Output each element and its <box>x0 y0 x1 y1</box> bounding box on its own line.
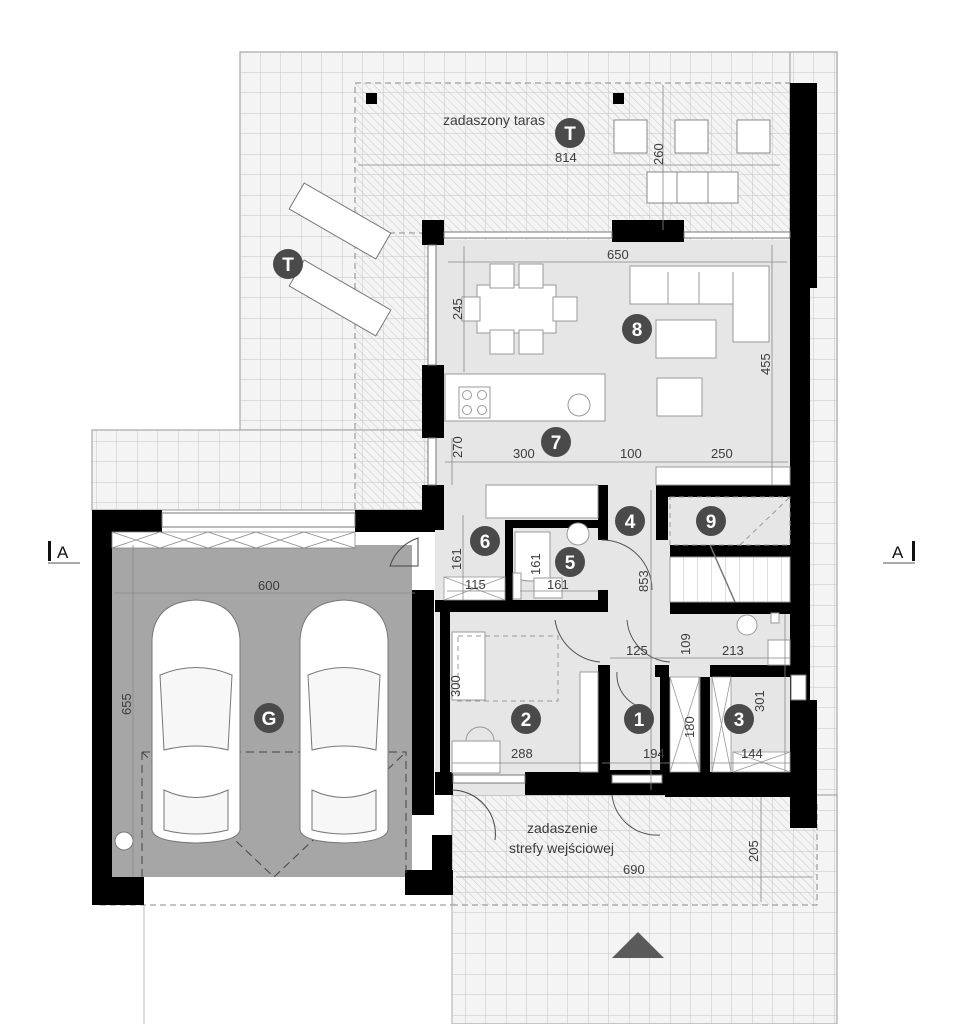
walls <box>92 83 817 905</box>
corner-sofa <box>629 265 770 343</box>
svg-text:G: G <box>262 709 277 730</box>
dim-canopy-depth: 205 <box>746 840 761 862</box>
dim-hall-width: 125 <box>626 643 648 658</box>
bathroom-fixtures <box>512 522 590 600</box>
dim-hall-length: 853 <box>636 570 651 592</box>
dim-room3-upper: 109 <box>678 633 693 655</box>
svg-text:A: A <box>892 543 904 562</box>
covered-terrace-label: zadaszony taras <box>443 112 545 128</box>
coffee-table <box>655 319 717 359</box>
svg-text:6: 6 <box>480 532 491 553</box>
utility-fixtures <box>443 576 506 601</box>
dim-living-width: 650 <box>607 247 629 262</box>
dim-terrace-width: 814 <box>555 150 577 165</box>
kitchen-counter <box>485 484 599 519</box>
dining-set <box>461 263 578 355</box>
svg-text:7: 7 <box>551 433 562 454</box>
dim-kitchen-depth: 270 <box>450 436 465 458</box>
badge-terrace-top: T <box>555 118 585 148</box>
car-left <box>151 599 241 844</box>
dimension-lines <box>115 85 813 902</box>
car-right <box>299 599 389 844</box>
entrance-canopy-label-line2: strefy wejściowej <box>509 840 614 856</box>
terrace-furniture <box>613 119 771 204</box>
bedroom-furniture <box>451 631 599 774</box>
section-marker-left: A <box>48 541 80 564</box>
dim-room2-depth: 300 <box>448 675 463 697</box>
svg-text:A: A <box>57 543 69 562</box>
wardrobe-hall <box>655 466 791 486</box>
dim-room5-depth: 161 <box>528 553 543 575</box>
entrance-canopy-label-line1: zadaszenie <box>527 820 598 836</box>
svg-text:3: 3 <box>734 710 745 731</box>
svg-text:9: 9 <box>706 512 717 533</box>
dim-room3-top-width: 213 <box>722 643 744 658</box>
garage-drain <box>114 831 134 851</box>
badge-room-1: 1 <box>624 704 654 734</box>
badge-room-6: 6 <box>470 526 500 556</box>
dim-room5-width: 161 <box>547 577 569 592</box>
svg-text:T: T <box>564 124 576 145</box>
covered-terrace <box>354 82 791 510</box>
section-marker-right: A <box>883 541 915 564</box>
dim-garage-depth: 655 <box>119 693 134 715</box>
garage-rear-door-icon <box>451 789 496 841</box>
boiler-fixtures <box>736 612 791 666</box>
svg-text:2: 2 <box>521 710 532 731</box>
badge-terrace-left: T <box>273 249 303 279</box>
badge-room-7: 7 <box>541 427 571 457</box>
svg-text:T: T <box>282 255 294 276</box>
kitchen-island <box>444 373 606 422</box>
svg-text:5: 5 <box>565 553 576 574</box>
dim-room6-depth: 161 <box>449 548 464 570</box>
svg-text:4: 4 <box>625 512 636 533</box>
armchair <box>656 377 703 417</box>
dim-room2-width: 288 <box>511 746 533 761</box>
dim-living-depth: 455 <box>758 353 773 375</box>
svg-text:1: 1 <box>634 710 645 731</box>
garage-shelving <box>111 531 356 549</box>
badge-room-9: 9 <box>696 506 726 536</box>
dim-room1-width: 194 <box>643 746 665 761</box>
badge-room-2: 2 <box>511 704 541 734</box>
garage-side-door-icon <box>389 537 419 567</box>
dim-room3-depth: 301 <box>752 690 767 712</box>
dim-kitchen-w1: 300 <box>513 446 535 461</box>
entrance-canopy <box>100 795 818 906</box>
staircase <box>669 496 791 603</box>
dim-room3-width: 144 <box>741 746 763 761</box>
dim-canopy-width: 690 <box>623 862 645 877</box>
dim-kitchen-w3: 250 <box>711 446 733 461</box>
svg-text:8: 8 <box>632 320 643 341</box>
badge-garage: G <box>254 703 284 733</box>
badge-room-3: 3 <box>724 704 754 734</box>
dim-garage-width: 600 <box>258 578 280 593</box>
dim-room6-width: 115 <box>465 577 486 592</box>
dim-terrace-depth: 260 <box>651 143 666 165</box>
dim-kitchen-w2: 100 <box>620 446 642 461</box>
dim-closet-depth: 180 <box>682 716 697 738</box>
closets <box>669 676 791 773</box>
dim-dining-depth: 245 <box>450 298 465 320</box>
badge-room-8: 8 <box>622 314 652 344</box>
windows <box>161 231 807 784</box>
badge-room-5: 5 <box>555 547 585 577</box>
badge-room-4: 4 <box>615 506 645 536</box>
entrance-arrow-icon <box>612 932 664 958</box>
